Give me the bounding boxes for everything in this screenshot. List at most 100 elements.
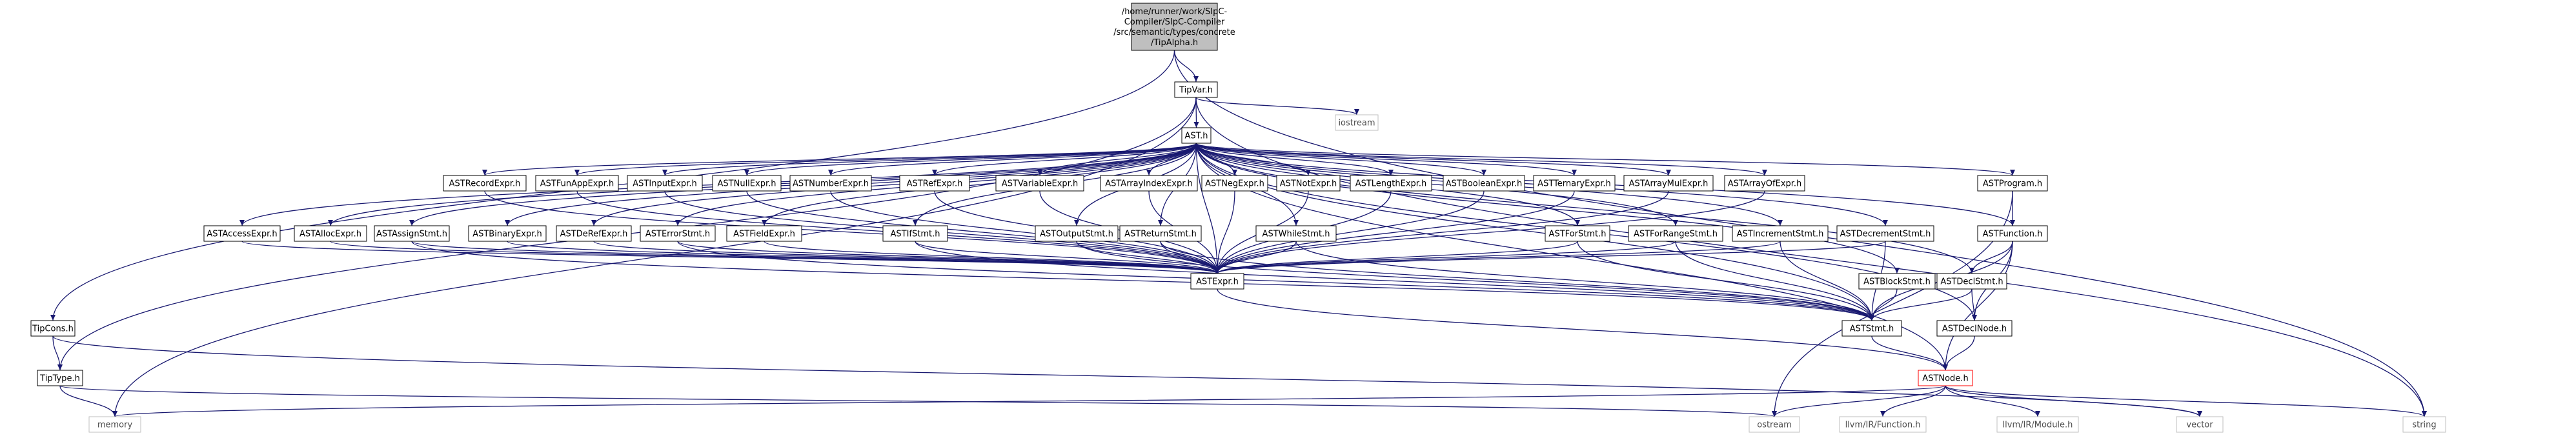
node-arrindex[interactable]: ASTArrayIndexExpr.h <box>1100 175 1198 192</box>
node-program[interactable]: ASTProgram.h <box>1977 175 2048 192</box>
node-boolean[interactable]: ASTBooleanExpr.h <box>1443 175 1525 192</box>
node-block[interactable]: ASTBlockStmt.h <box>1858 273 1936 290</box>
node-arrmul[interactable]: ASTArrayMulExpr.h <box>1623 175 1714 192</box>
node-layer: /home/runner/work/SIpC-Compiler/SIpC-Com… <box>30 3 2446 433</box>
node-label: ASTVariableExpr.h <box>1002 179 1078 189</box>
node-iostream: iostream <box>1335 114 1379 131</box>
node-input[interactable]: ASTInputExpr.h <box>627 175 703 192</box>
include-edge-declstmt-stmt <box>1871 288 1973 321</box>
node-box <box>1749 416 1800 433</box>
node-alloc[interactable]: ASTAllocExpr.h <box>294 225 367 242</box>
node-box <box>1190 273 1244 290</box>
include-edge-while-stmt <box>1295 241 1872 321</box>
node-box <box>1100 175 1198 192</box>
include-edge-return-expr <box>1160 241 1218 274</box>
node-tipcons[interactable]: TipCons.h <box>30 320 76 337</box>
include-edge-forrange-stmt <box>1675 241 1872 321</box>
node-label: ASTForStmt.h <box>1549 230 1607 239</box>
node-node[interactable]: ASTNode.h <box>1918 370 1973 386</box>
include-edge-ast-declstmt <box>1195 143 1973 274</box>
node-return[interactable]: ASTReturnStmt.h <box>1119 225 1202 242</box>
include-edge-ast-block <box>1195 143 1898 274</box>
include-edge-node-llvmfunc <box>1882 385 1946 417</box>
node-binary[interactable]: ASTBinaryExpr.h <box>468 225 547 242</box>
include-edge-for-stmt <box>1577 241 1872 321</box>
node-ternary[interactable]: ASTTernaryExpr.h <box>1533 175 1616 192</box>
node-box <box>899 175 970 192</box>
include-edge-ast-length <box>1195 143 1392 176</box>
node-label: ASTInputExpr.h <box>633 179 696 189</box>
node-box <box>2176 416 2224 433</box>
node-label: ASTForRangeStmt.h <box>1634 230 1718 239</box>
node-length[interactable]: ASTLengthExpr.h <box>1350 175 1432 192</box>
node-ast[interactable]: AST.h <box>1181 127 1212 144</box>
node-increment[interactable]: ASTIncrementStmt.h <box>1732 225 1829 242</box>
include-edge-node-ostream <box>1774 385 1946 417</box>
node-box <box>726 225 802 242</box>
node-box <box>1181 127 1212 144</box>
node-label: ASTFieldExpr.h <box>733 230 795 239</box>
node-deref[interactable]: ASTDeRefExpr.h <box>556 225 632 242</box>
node-declnode[interactable]: ASTDeclNode.h <box>1936 320 2013 337</box>
node-tiptype[interactable]: TipType.h <box>37 370 83 386</box>
node-not[interactable]: ASTNotExpr.h <box>1276 175 1341 192</box>
node-box <box>1724 175 1805 192</box>
include-edge-error-stmt <box>677 241 1872 321</box>
node-ref[interactable]: ASTRefExpr.h <box>899 175 970 192</box>
node-tipvar[interactable]: TipVar.h <box>1174 81 1218 98</box>
node-neg[interactable]: ASTNegExpr.h <box>1201 175 1268 192</box>
node-number[interactable]: ASTNumberExpr.h <box>789 175 872 192</box>
node-box <box>1858 273 1936 290</box>
arrowhead <box>2422 411 2427 417</box>
node-box <box>1276 175 1341 192</box>
node-declstmt[interactable]: ASTDeclStmt.h <box>1936 273 2007 290</box>
node-error[interactable]: ASTErrorStmt.h <box>640 225 716 242</box>
node-label: ASTFunAppExpr.h <box>540 179 614 189</box>
node-record[interactable]: ASTRecordExpr.h <box>443 175 527 192</box>
node-box <box>882 225 948 242</box>
node-stmt[interactable]: ASTStmt.h <box>1841 320 1902 337</box>
include-edge-ast-ref <box>934 143 1197 176</box>
include-edge-ast-program <box>1195 143 2013 176</box>
arrowhead <box>1880 411 1885 417</box>
node-if[interactable]: ASTIfStmt.h <box>882 225 948 242</box>
arrowhead <box>409 220 414 226</box>
node-null[interactable]: ASTNullExpr.h <box>712 175 782 192</box>
node-label: Compiler/SIpC-Compiler <box>1124 17 1225 27</box>
node-box <box>1533 175 1616 192</box>
node-string: string <box>2402 416 2446 433</box>
node-arrof[interactable]: ASTArrayOfExpr.h <box>1724 175 1805 192</box>
node-root[interactable]: /home/runner/work/SIpC-Compiler/SIpC-Com… <box>1113 3 1235 51</box>
node-memory: memory <box>88 416 141 433</box>
node-for[interactable]: ASTForStmt.h <box>1545 225 1610 242</box>
node-funapp[interactable]: ASTFunAppExpr.h <box>535 175 619 192</box>
node-field[interactable]: ASTFieldExpr.h <box>726 225 802 242</box>
include-edge-for-expr <box>1217 241 1578 274</box>
node-box <box>1623 175 1714 192</box>
include-edge-ternary-expr <box>1217 190 1575 274</box>
arrowhead <box>1762 170 1767 175</box>
node-output[interactable]: ASTOutputStmt.h <box>1035 225 1119 242</box>
arrowhead <box>57 364 63 370</box>
node-function[interactable]: ASTFunction.h <box>1977 225 2048 242</box>
arrowhead <box>1883 220 1888 226</box>
node-while[interactable]: ASTWhileStmt.h <box>1255 225 1337 242</box>
node-label: llvm/IR/Module.h <box>2003 421 2073 430</box>
node-box <box>468 225 547 242</box>
node-label: ASTStmt.h <box>1850 324 1894 334</box>
node-label: ASTIfStmt.h <box>891 230 940 239</box>
node-decrement[interactable]: ASTDecrementStmt.h <box>1836 225 1934 242</box>
arrowhead <box>2197 411 2202 417</box>
node-label: ASTAllocExpr.h <box>299 230 361 239</box>
node-forrange[interactable]: ASTForRangeStmt.h <box>1628 225 1723 242</box>
include-edge-increment-stmt <box>1780 241 1872 321</box>
node-box <box>1977 175 2048 192</box>
node-label: ASTReturnStmt.h <box>1124 230 1197 239</box>
node-access[interactable]: ASTAccessExpr.h <box>203 225 281 242</box>
node-variable[interactable]: ASTVariableExpr.h <box>995 175 1084 192</box>
include-edge-neg-expr <box>1217 190 1235 274</box>
node-llvmfunc: llvm/IR/Function.h <box>1839 416 1927 433</box>
include-edge-arrmul-expr <box>1217 190 1669 274</box>
node-expr[interactable]: ASTExpr.h <box>1190 273 1244 290</box>
node-assign[interactable]: ASTAssignStmt.h <box>374 225 450 242</box>
